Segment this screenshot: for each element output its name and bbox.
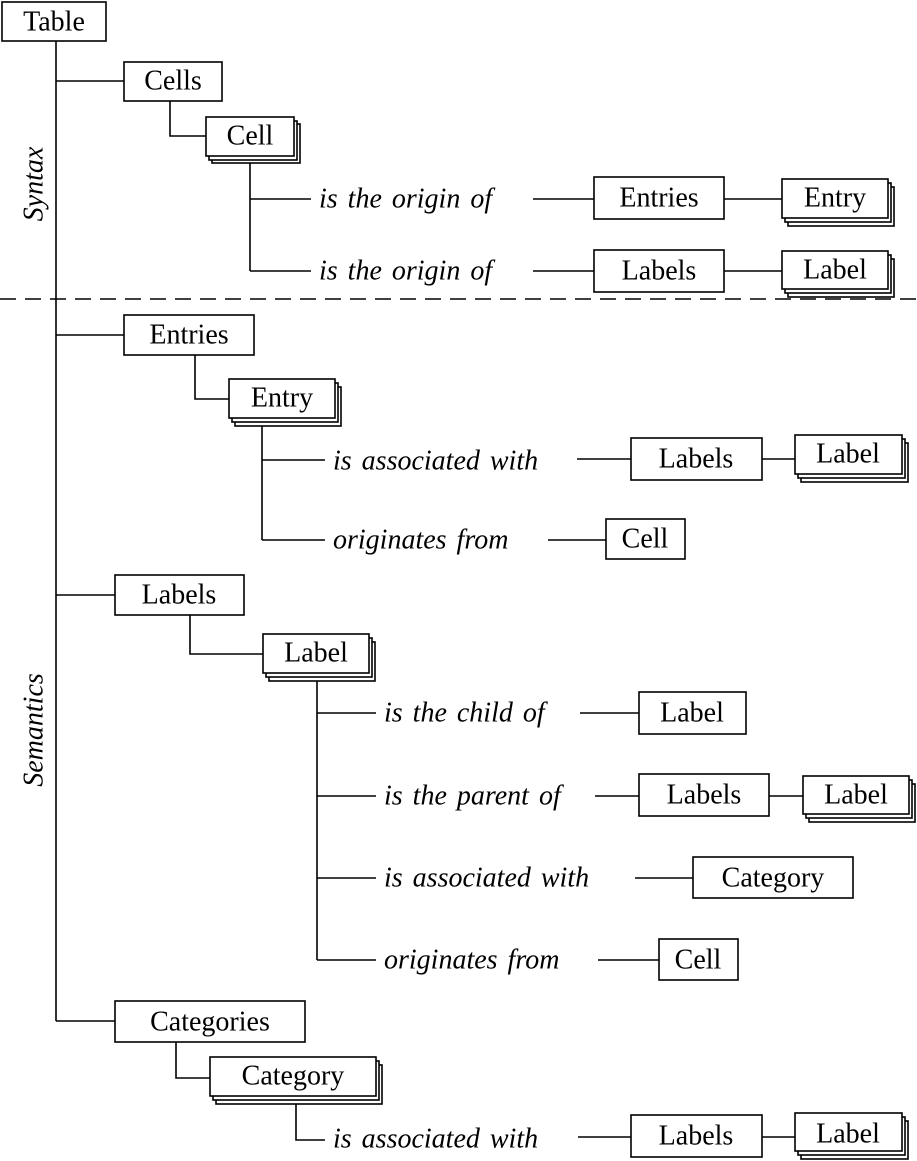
svg-text:Labels: Labels [659, 1121, 734, 1152]
node-category: Category [209, 1056, 383, 1105]
node-cell-label: Label [781, 250, 895, 298]
svg-text:Entry: Entry [804, 183, 866, 214]
node-cell-entry: Entry [781, 178, 895, 227]
node-label-cell: Cell [658, 938, 739, 981]
svg-text:Label: Label [816, 439, 880, 470]
svg-text:Labels: Labels [659, 444, 734, 475]
svg-text:Label: Label [660, 698, 724, 729]
node-cells: Cells [123, 61, 223, 102]
svg-text:Category: Category [722, 863, 825, 894]
section-label-syntax: Syntax [19, 146, 50, 221]
relation-cell-origin-entries: is the origin of [319, 184, 495, 215]
section-label-semantics: Semantics [19, 673, 50, 787]
svg-text:Labels: Labels [142, 580, 217, 611]
node-category-labels: Labels [630, 1114, 763, 1158]
relation-label-associated: is associated with [384, 863, 589, 894]
node-cell: Cell [205, 116, 301, 164]
svg-text:Entry: Entry [251, 383, 313, 414]
svg-text:Label: Label [284, 638, 348, 669]
node-category-label: Label [794, 1112, 909, 1160]
svg-text:Cell: Cell [227, 121, 274, 152]
relation-label-parent: is the parent of [384, 781, 564, 812]
node-entry: Entry [228, 378, 342, 427]
svg-text:Cell: Cell [675, 945, 722, 976]
node-cell-labels: Labels [593, 249, 725, 293]
svg-text:Table: Table [23, 7, 85, 38]
svg-text:Categories: Categories [150, 1007, 270, 1038]
node-categories: Categories [114, 1000, 306, 1043]
svg-text:Label: Label [816, 1119, 880, 1150]
node-parent-label: Label [802, 775, 916, 823]
svg-text:Label: Label [803, 255, 867, 286]
node-parent-labels: Labels [638, 773, 770, 817]
node-entry-labels: Labels [630, 437, 763, 481]
node-child-label: Label [638, 691, 747, 735]
relation-label-originates: originates from [384, 945, 559, 976]
svg-text:Labels: Labels [667, 780, 742, 811]
connector-lines [55, 41, 803, 1141]
node-cell-entries: Entries [593, 176, 725, 220]
relation-entry-originates: originates from [333, 525, 508, 556]
relation-cell-origin-labels: is the origin of [319, 256, 495, 287]
relation-label-child: is the child of [384, 698, 548, 729]
svg-text:Category: Category [242, 1061, 345, 1092]
node-entries: Entries [123, 314, 255, 356]
relation-category-associated: is associated with [333, 1124, 538, 1155]
node-label-category: Category [692, 856, 854, 899]
node-entry-label: Label [794, 434, 909, 483]
node-labels: Labels [114, 574, 245, 616]
relation-entry-associated: is associated with [333, 446, 538, 477]
node-entry-cell: Cell [605, 518, 686, 560]
svg-text:Cells: Cells [144, 66, 202, 97]
node-label: Label [262, 633, 376, 682]
svg-text:Entries: Entries [149, 320, 228, 351]
svg-text:Entries: Entries [619, 183, 698, 214]
svg-text:Label: Label [824, 780, 888, 811]
node-table: Table [1, 1, 107, 42]
svg-text:Cell: Cell [622, 524, 669, 555]
svg-text:Labels: Labels [622, 256, 697, 287]
